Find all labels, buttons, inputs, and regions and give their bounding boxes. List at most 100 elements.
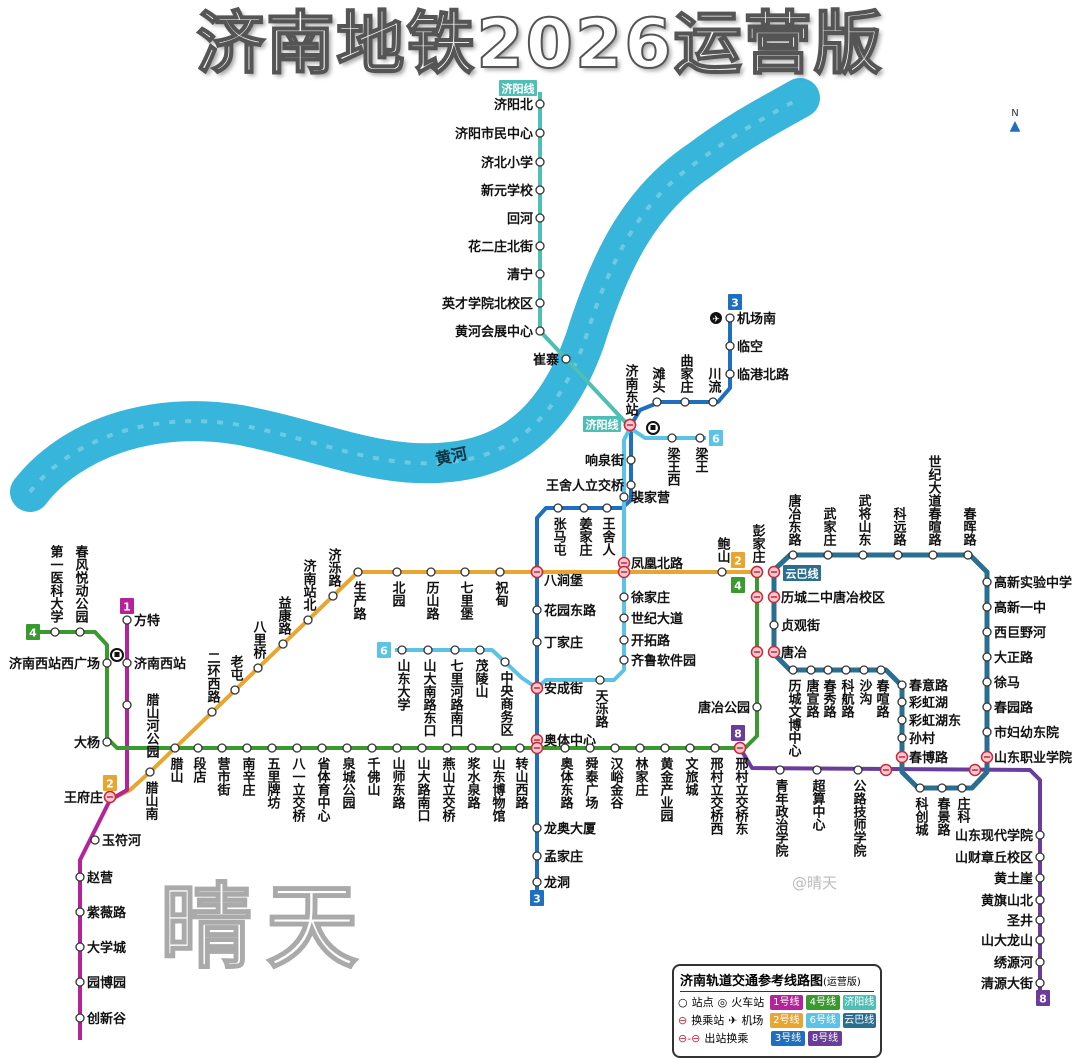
station-label: 梁王西 — [665, 446, 682, 487]
station-icon — [812, 765, 822, 775]
line-badge-l6 — [377, 642, 391, 658]
station-label: 邢村立交桥西 — [708, 757, 724, 836]
station-icon — [535, 326, 545, 336]
line-badge-label: 4 — [734, 580, 742, 593]
station-label: 王舍人立交桥 — [546, 478, 625, 494]
station-icon — [535, 128, 545, 138]
legend-chip: 8号线 — [808, 1030, 842, 1046]
station-label: 祝甸 — [493, 580, 510, 608]
line-badge-l3 — [530, 890, 544, 906]
station-label: 历城文博中心 — [786, 679, 802, 758]
station-label: 段店 — [191, 756, 207, 784]
watermark: 晴天 — [159, 874, 373, 981]
station-icon — [535, 213, 545, 223]
station-label: 唐冶 — [781, 645, 807, 661]
station-label: 唐宣路 — [804, 678, 820, 718]
station-icon — [560, 743, 570, 753]
station-icon — [75, 1013, 85, 1023]
station-icon — [982, 602, 992, 612]
line-badge-label: 1 — [123, 601, 131, 614]
station-icon — [897, 697, 907, 707]
station-icon — [823, 665, 833, 675]
station-label: 七里河路南口 — [448, 659, 464, 737]
station-icon — [610, 743, 620, 753]
station-icon — [75, 872, 85, 882]
station-icon — [897, 733, 907, 743]
station-icon — [876, 665, 886, 675]
station-label: 超算中心 — [810, 778, 826, 832]
station-icon — [928, 550, 938, 560]
station-label: 腊山 — [168, 756, 184, 784]
station-label: 圣井 — [1007, 913, 1033, 929]
station-icon — [535, 185, 545, 195]
station-icon — [467, 743, 477, 753]
station-label: 山师东路 — [390, 756, 406, 809]
station-label: 园博园 — [87, 975, 126, 991]
station-label: 春秀路 — [821, 678, 838, 718]
station-icon — [897, 680, 907, 690]
station-icon — [353, 567, 363, 577]
station-icon — [535, 241, 545, 251]
station-icon — [515, 743, 525, 753]
stations: 济阳北济阳市民中心济北小学新元学校回河花二庄北街清宁英才学院北校区黄河会展中心崔… — [9, 97, 1072, 1027]
legend-chip: 1号线 — [769, 994, 804, 1010]
station-label: 彭家庄 — [750, 523, 766, 564]
station-icon — [1035, 915, 1045, 925]
station-label: 安成街 — [544, 681, 583, 697]
station-icon — [122, 615, 132, 625]
station-label: 回河 — [507, 211, 533, 227]
line-badge-label: 3 — [533, 893, 541, 906]
station-label: 科航路 — [839, 678, 855, 718]
station-icon — [397, 645, 407, 655]
station-label: 徐马 — [993, 675, 1020, 691]
station-icon — [595, 675, 605, 685]
station-label: 奥体东路 — [558, 756, 574, 809]
station-icon — [1035, 957, 1045, 967]
station-icon — [685, 743, 695, 753]
line-badge-l4 — [731, 577, 745, 593]
station-icon — [775, 765, 785, 775]
station-label: 八一立交桥 — [290, 757, 307, 823]
station-label: 黄金产业园 — [658, 756, 675, 823]
station-label: 创新谷 — [86, 1011, 127, 1027]
line-badge-label: 4 — [29, 627, 37, 640]
railway-station-icon-glyph — [650, 425, 656, 430]
station-icon — [460, 567, 470, 577]
station-label: 贞观街 — [781, 618, 820, 634]
station-icon — [937, 783, 947, 793]
station-icon — [963, 550, 973, 560]
station-icon — [475, 645, 485, 655]
station-label: 大正路 — [994, 650, 1034, 666]
station-icon — [853, 765, 863, 775]
river-band — [10, 78, 820, 512]
station-icon — [50, 627, 60, 637]
line-badge-label: 云巴线 — [786, 567, 819, 581]
station-label: 春景路 — [935, 796, 952, 836]
station-icon — [708, 397, 718, 407]
line-badge-label: 济阳线 — [586, 418, 619, 432]
north-arrow-icon: ▲ — [1009, 118, 1021, 134]
station-label: 历山路 — [424, 581, 440, 620]
station-label: 王府庄 — [64, 790, 103, 806]
line-badge-l8 — [1036, 990, 1050, 1006]
airport-icon: ✈ — [728, 1013, 738, 1027]
station-label: 南辛庄 — [240, 756, 256, 797]
legend-title-text: 济南轨道交通参考线路图 — [680, 974, 824, 989]
station-icon — [532, 877, 542, 887]
station-label: 益康路 — [276, 595, 292, 635]
station-label: 裴家营 — [630, 490, 670, 506]
station-icon — [170, 743, 180, 753]
station-label: 千佛山 — [365, 756, 382, 797]
station-icon — [1035, 935, 1045, 945]
station-label: 春喧路 — [874, 678, 891, 718]
station-label: 彩虹湖东 — [908, 713, 961, 729]
station-label: 山东博物馆 — [490, 756, 506, 823]
station-label: 武将山东 — [856, 493, 872, 547]
station-label: 舜泰广场 — [583, 756, 600, 810]
station-icon — [392, 743, 402, 753]
station-icon — [102, 658, 112, 668]
watermark-handle: @晴天 — [792, 874, 838, 892]
station-icon — [532, 823, 542, 833]
line-badge-l8 — [731, 725, 745, 741]
station-icon — [392, 567, 402, 577]
